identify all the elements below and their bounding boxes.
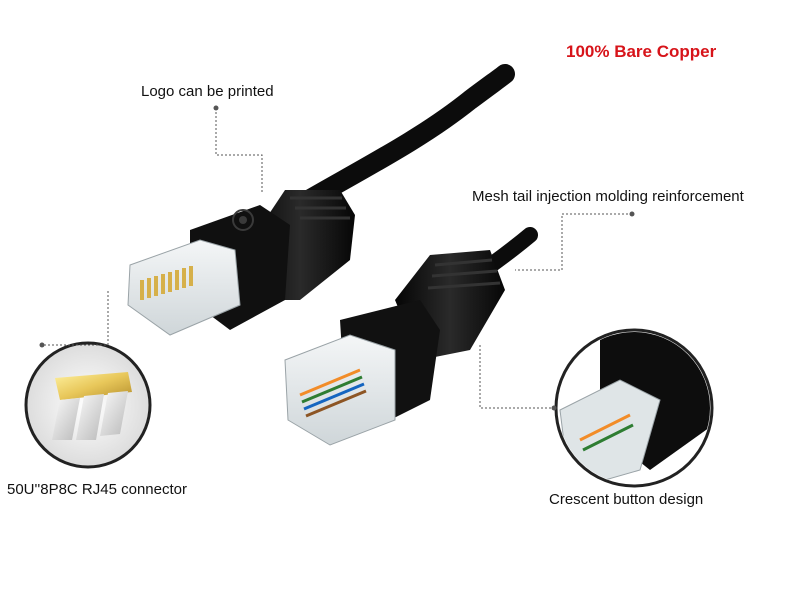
leader-dots <box>39 105 635 411</box>
callout-logo: Logo can be printed <box>141 83 274 100</box>
gold-pin-inset <box>24 341 152 469</box>
logo-emblem <box>232 209 254 231</box>
lower-connector <box>284 250 505 446</box>
cable-upper <box>290 64 515 215</box>
leader-lines <box>42 108 632 409</box>
headline-bare-copper: 100% Bare Copper <box>566 42 717 61</box>
callout-mesh-tail: Mesh tail injection molding reinforcemen… <box>472 188 744 205</box>
callout-connector: 50U''8P8C RJ45 connector <box>7 481 187 498</box>
crescent-inset <box>554 328 714 488</box>
upper-connector <box>127 190 355 336</box>
callout-crescent: Crescent button design <box>549 491 704 508</box>
